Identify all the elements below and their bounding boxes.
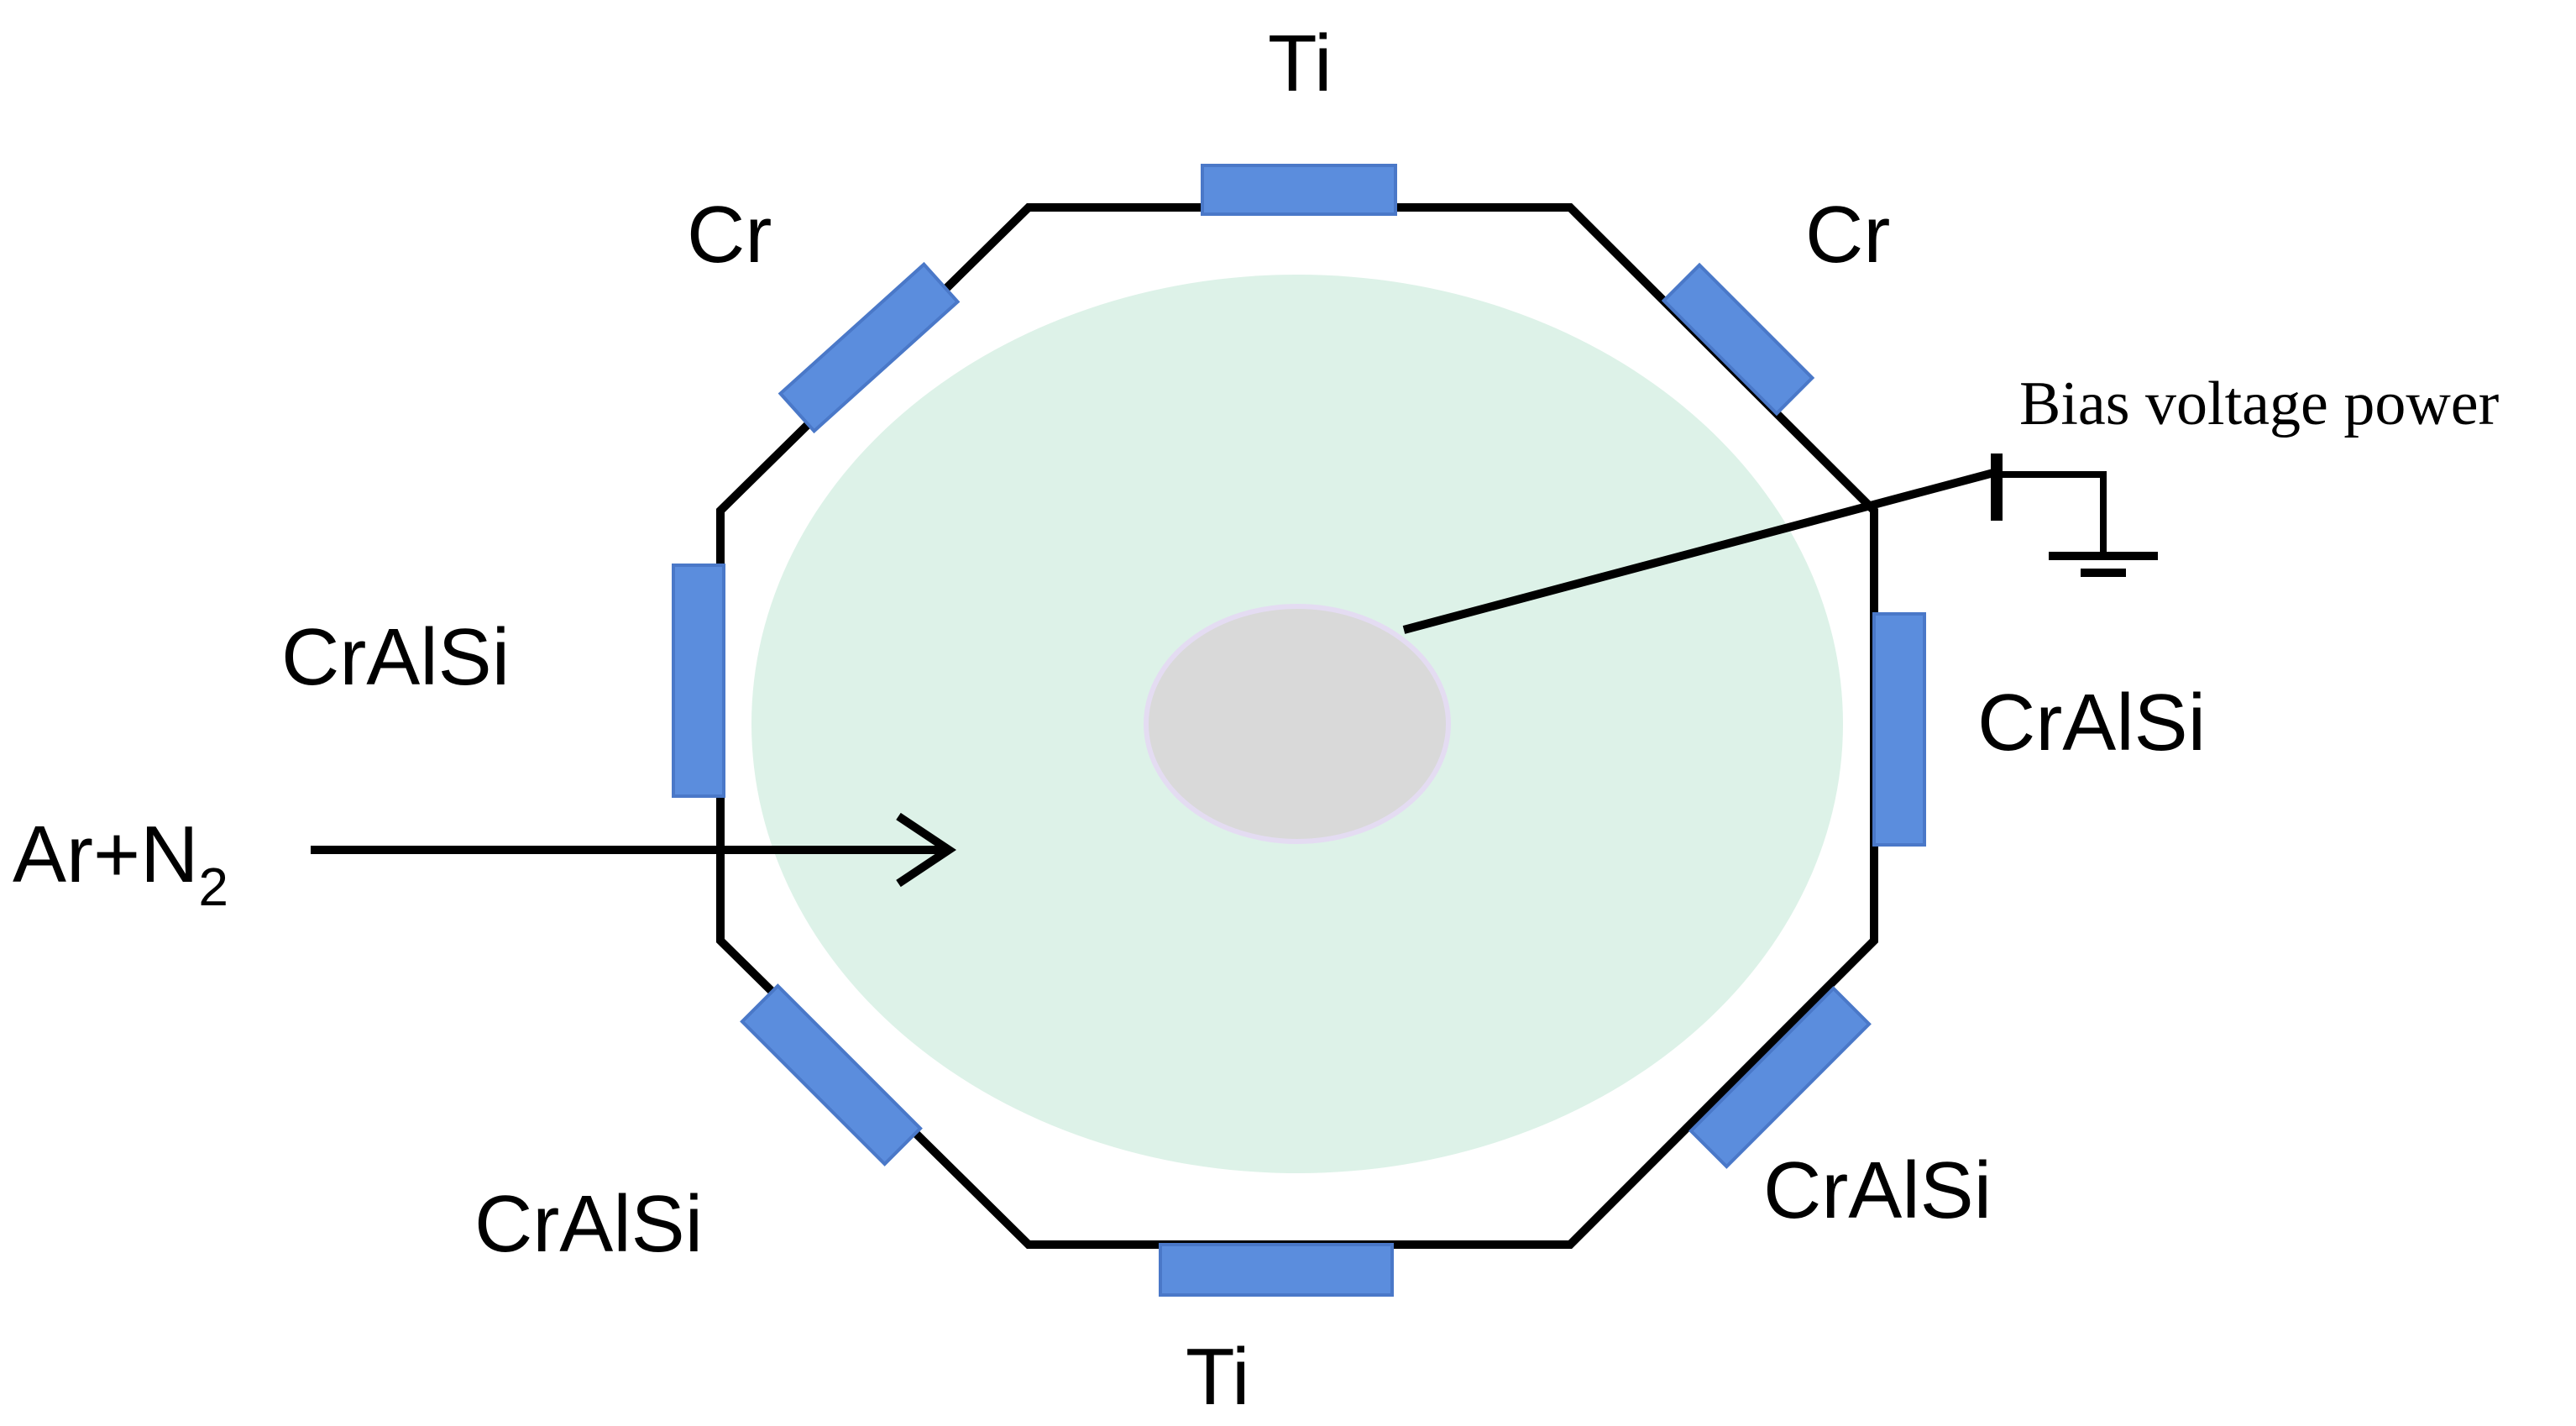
- label-bias-voltage-power: Bias voltage power: [2019, 370, 2499, 438]
- label-target-upper-left: Cr: [687, 190, 772, 280]
- target-bottom: [1159, 1243, 1394, 1297]
- gas-inlet-base: Ar+N: [13, 810, 198, 899]
- target-upper-left: [778, 261, 961, 434]
- label-target-lower-left: CrAlSi: [474, 1179, 703, 1269]
- target-top: [1201, 164, 1397, 216]
- label-gas-inlet: Ar+N2: [13, 810, 228, 917]
- target-lower-right: [1689, 986, 1872, 1169]
- label-target-left: CrAlSi: [281, 612, 510, 702]
- target-upper-right: [1661, 262, 1815, 417]
- target-right: [1872, 612, 1926, 847]
- gas-inlet-arrow: [311, 812, 957, 888]
- bias-circuit: [1402, 453, 2158, 634]
- target-left: [672, 564, 725, 798]
- bias-wire: [1402, 468, 1998, 634]
- substrate-holder: [1144, 604, 1451, 844]
- target-lower-left: [740, 983, 923, 1166]
- label-target-top: Ti: [1268, 18, 1332, 108]
- ground-lead: [1997, 471, 2107, 554]
- gas-inlet-subscript: 2: [198, 857, 228, 917]
- label-target-upper-right: Cr: [1805, 190, 1890, 280]
- label-target-bottom: Ti: [1186, 1332, 1249, 1422]
- label-target-right: CrAlSi: [1977, 678, 2206, 768]
- label-target-lower-right: CrAlSi: [1763, 1146, 1992, 1235]
